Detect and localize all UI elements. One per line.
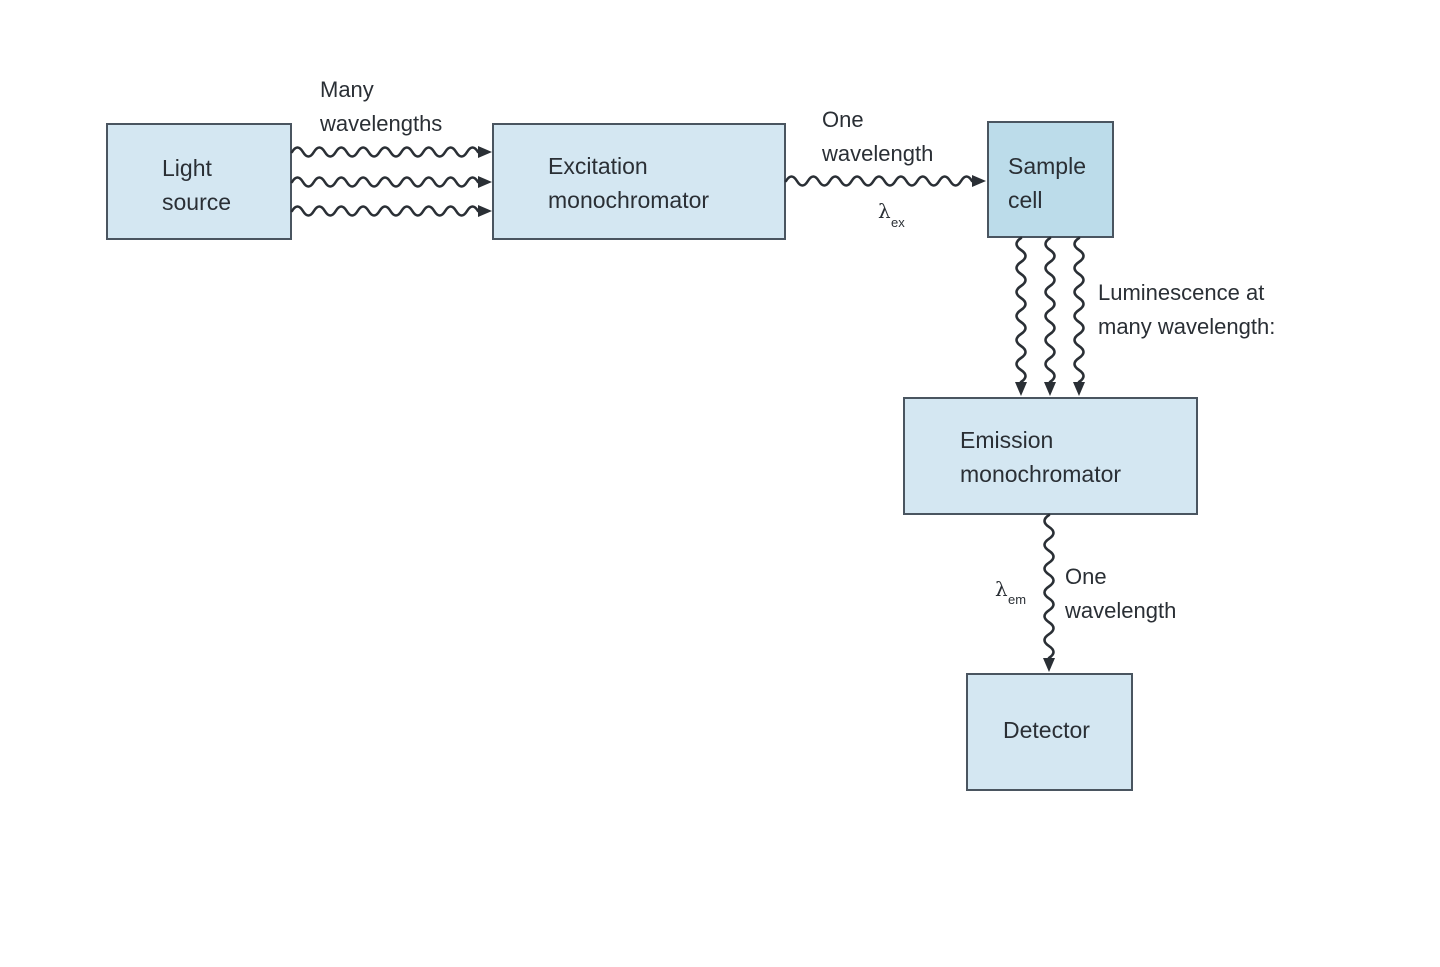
one-wavelength-excitation-label: One wavelength <box>821 107 933 166</box>
excitation-wavelength-arrow <box>784 175 986 187</box>
wave-arrowhead-emission <box>1043 658 1055 672</box>
sample-cell-label-line1: Sample <box>1008 153 1086 179</box>
lambda-em-label: λ em <box>995 577 1026 607</box>
detector-box: Detector <box>966 673 1133 791</box>
luminescence-line2: many wavelength: <box>1098 314 1275 339</box>
wave-arrowhead-excitation <box>972 175 986 187</box>
one-wavelength-em-line1: One <box>1065 564 1107 589</box>
lambda-em-subscript: em <box>1008 592 1026 607</box>
one-wavelength-emission-label: One wavelength <box>1064 564 1176 623</box>
lambda-ex-symbol: λ <box>878 199 891 223</box>
wave-arrow-3 <box>290 205 480 217</box>
wave-arrow-emission <box>1043 513 1055 660</box>
excitation-label-line2: monochromator <box>548 187 709 213</box>
excitation-monochromator-box: Excitation monochromator <box>492 123 786 240</box>
wave-arrowhead-1 <box>478 146 492 158</box>
lambda-em-symbol: λ <box>995 577 1008 601</box>
light-source-label-line2: source <box>162 189 231 215</box>
wave-arrow-lum-1 <box>1015 236 1027 384</box>
emission-label-line1: Emission <box>960 427 1053 453</box>
light-source-box: Light source <box>106 123 292 240</box>
detector-label: Detector <box>1003 717 1090 743</box>
luminescence-arrows <box>1015 236 1085 396</box>
many-wavelengths-arrows <box>290 146 492 217</box>
lambda-ex-label: λ ex <box>878 199 905 230</box>
light-source-label-line1: Light <box>162 155 212 181</box>
many-wavelengths-line2: wavelengths <box>319 111 442 136</box>
wave-arrow-lum-2 <box>1044 236 1056 384</box>
many-wavelengths-line1: Many <box>320 77 374 102</box>
emission-label-line2: monochromator <box>960 461 1121 487</box>
wave-arrow-2 <box>290 176 480 188</box>
lambda-ex-subscript: ex <box>891 215 905 230</box>
excitation-label-line1: Excitation <box>548 153 648 179</box>
wave-arrow-1 <box>290 146 480 158</box>
many-wavelengths-label: Many wavelengths <box>319 77 442 136</box>
one-wavelength-ex-line2: wavelength <box>821 141 933 166</box>
wave-arrow-excitation <box>784 175 974 187</box>
luminescence-label: Luminescence at many wavelength: <box>1098 280 1275 339</box>
emission-monochromator-box: Emission monochromator <box>903 397 1198 515</box>
sample-cell-label-line2: cell <box>1008 187 1043 213</box>
wave-arrow-lum-3 <box>1073 236 1085 384</box>
emission-wavelength-arrow <box>1043 513 1055 672</box>
one-wavelength-em-line2: wavelength <box>1064 598 1176 623</box>
wave-arrowhead-lum-3 <box>1073 382 1085 396</box>
one-wavelength-ex-line1: One <box>822 107 864 132</box>
wave-arrowhead-lum-2 <box>1044 382 1056 396</box>
sample-cell-box: Sample cell <box>987 121 1114 238</box>
luminescence-line1: Luminescence at <box>1098 280 1264 305</box>
wave-arrowhead-2 <box>478 176 492 188</box>
wave-arrowhead-lum-1 <box>1015 382 1027 396</box>
wave-arrowhead-3 <box>478 205 492 217</box>
